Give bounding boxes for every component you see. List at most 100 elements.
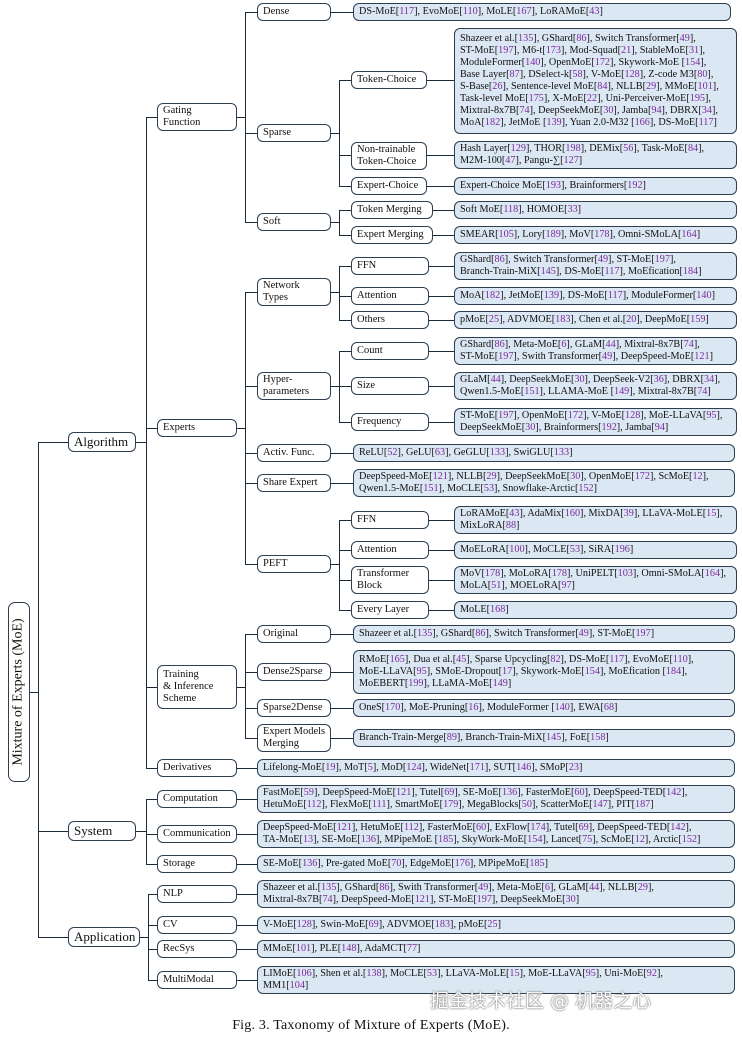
connector-line xyxy=(339,210,351,211)
method-name: DeepSeekMoE xyxy=(509,374,571,385)
leaf-transformer-block: MoV[178], MoLoRA[178], UniPELT[103], Omn… xyxy=(454,566,737,594)
connector-line xyxy=(140,937,148,938)
method-name: MPipeMoE xyxy=(478,858,526,869)
citation-number: 196 xyxy=(614,544,630,555)
connector-line xyxy=(237,980,257,981)
citation-number: 80 xyxy=(697,69,708,80)
citation-number: 172 xyxy=(594,57,611,68)
method-name: Dua et al. xyxy=(413,654,453,665)
connector-line xyxy=(339,386,351,387)
node-label-line: & Inference xyxy=(163,681,214,692)
citation-number: 59 xyxy=(303,787,314,798)
method-name: HetuMoE xyxy=(360,822,401,833)
connector-line xyxy=(429,422,454,423)
node-label: Expert Merging xyxy=(357,229,424,240)
citation-number: 136 xyxy=(302,858,318,869)
method-name: NLLB xyxy=(615,81,643,92)
leaf-share-expert: DeepSpeed-MoE[121], NLLB[29], DeepSeekMo… xyxy=(353,469,735,497)
connector-line xyxy=(433,210,454,211)
citation-number: 29 xyxy=(637,882,648,893)
method-name: DS-MoE xyxy=(564,266,602,277)
connector-line xyxy=(339,520,340,610)
method-name: Skywork-MoE xyxy=(520,666,582,677)
citation-number: 51 xyxy=(491,580,502,591)
citation-number: 148 xyxy=(341,943,357,954)
method-name: OpenMoE xyxy=(548,57,592,68)
method-name: pMoE xyxy=(460,314,486,325)
leaf-line: Branch-Train-MiX[145], DS-MoE[117], MoEf… xyxy=(460,266,702,277)
citation-number: 15 xyxy=(706,508,717,519)
citation-number: 192 xyxy=(601,422,617,433)
connector-line xyxy=(339,610,351,611)
citation-number: 117 xyxy=(609,654,625,665)
connector-line xyxy=(148,894,149,980)
method-name: Mixtral-8x7B xyxy=(624,339,681,350)
method-name: LoRAMoE xyxy=(460,508,506,519)
method-name: Expert-Choice MoE xyxy=(460,180,543,191)
citation-number: 43 xyxy=(509,508,520,519)
citation-number: 129 xyxy=(510,143,526,154)
node-label: Dense2Sparse xyxy=(263,666,323,677)
citation-number: 49 xyxy=(602,351,613,362)
leaf-line: HetuMoE[112], FlexMoE[111], SmartMoE[179… xyxy=(263,799,654,810)
citation-number: 146 xyxy=(516,762,532,773)
connector-line xyxy=(427,155,454,156)
leaf-line: Hash Layer[129], THOR[198], DEMix[56], T… xyxy=(460,143,705,154)
citation-number: 53 xyxy=(569,544,581,555)
method-name: DeepSpeed-MoE xyxy=(620,351,691,362)
citation-number: 142 xyxy=(670,822,686,833)
method-name: Arctic xyxy=(652,834,679,845)
citation-number: 133 xyxy=(489,447,506,458)
leaf-dense2sparse: RMoE[165], Dua et al.[45], Sparse Upcycl… xyxy=(353,650,735,694)
connector-line xyxy=(339,520,351,521)
connector-line xyxy=(427,186,454,187)
connector-line xyxy=(331,672,353,673)
node-experts: Experts xyxy=(157,419,237,437)
citation-number: 16 xyxy=(468,702,479,713)
citation-number: 29 xyxy=(486,471,497,482)
citation-number: 197 xyxy=(476,894,492,905)
connector-line xyxy=(245,292,246,564)
connector-line xyxy=(245,453,257,454)
node-label: NLP xyxy=(163,888,183,899)
leaf-expert-choice: Expert-Choice MoE[193], Brainformers[192… xyxy=(454,177,737,195)
method-name: DeepSeekMoE xyxy=(505,471,567,482)
figure-caption: Fig. 3. Taxonomy of Mixture of Experts (… xyxy=(232,1018,510,1033)
citation-number: 100 xyxy=(509,544,525,555)
leaf-line: ReLU[52], GeLU[63], GeGLU[133], SwiGLU[1… xyxy=(359,447,573,458)
node-derivatives: Derivatives xyxy=(157,759,237,777)
node-dense2sparse: Dense2Sparse xyxy=(257,663,331,681)
node-expert-choice: Expert-Choice xyxy=(351,177,427,195)
leaf-line: DeepSpeed-MoE[121], NLLB[29], DeepSeekMo… xyxy=(359,471,709,482)
node-label: Computation xyxy=(163,793,218,804)
leaf-line: LoRAMoE[43], AdaMix[160], MixDA[39], LLa… xyxy=(460,508,723,519)
citation-number: 12 xyxy=(634,834,645,845)
citation-number: 145 xyxy=(540,266,556,277)
citation-number: 49 xyxy=(597,254,609,265)
leaf-nlp: Shazeer et al.[135], GShard[86], Swith T… xyxy=(257,880,735,908)
method-name: GShard xyxy=(344,882,376,893)
citation-number: 58 xyxy=(572,69,583,80)
citation-number: 154 xyxy=(527,834,543,845)
citation-number: 92 xyxy=(646,968,657,979)
citation-number: 121 xyxy=(336,822,352,833)
citation-number: 84 xyxy=(687,143,699,154)
node-count: Count xyxy=(351,342,429,360)
citation-number: 34 xyxy=(701,105,712,116)
node-label: Experts xyxy=(163,422,196,433)
method-name: MoV xyxy=(569,229,591,240)
citation-number: 121 xyxy=(414,894,430,905)
citation-number: 6 xyxy=(561,339,567,350)
citation-number: 49 xyxy=(578,628,589,639)
method-name: S-Base xyxy=(460,81,489,92)
method-name: Lifelong-MoE xyxy=(263,762,322,773)
node-label-line: Token-Choice xyxy=(357,156,417,167)
node-label: Storage xyxy=(163,858,196,869)
citation-number: 199 xyxy=(408,678,424,689)
method-name: LoRAMoE xyxy=(540,6,586,17)
leaf-line: M2M-100[47], Pangu-∑[127] xyxy=(460,155,583,166)
method-name: Swin-MoE xyxy=(320,919,366,930)
citation-number: 171 xyxy=(469,762,485,773)
method-name: DeepSeek-V2 xyxy=(593,374,651,385)
citation-number: 167 xyxy=(516,6,532,17)
